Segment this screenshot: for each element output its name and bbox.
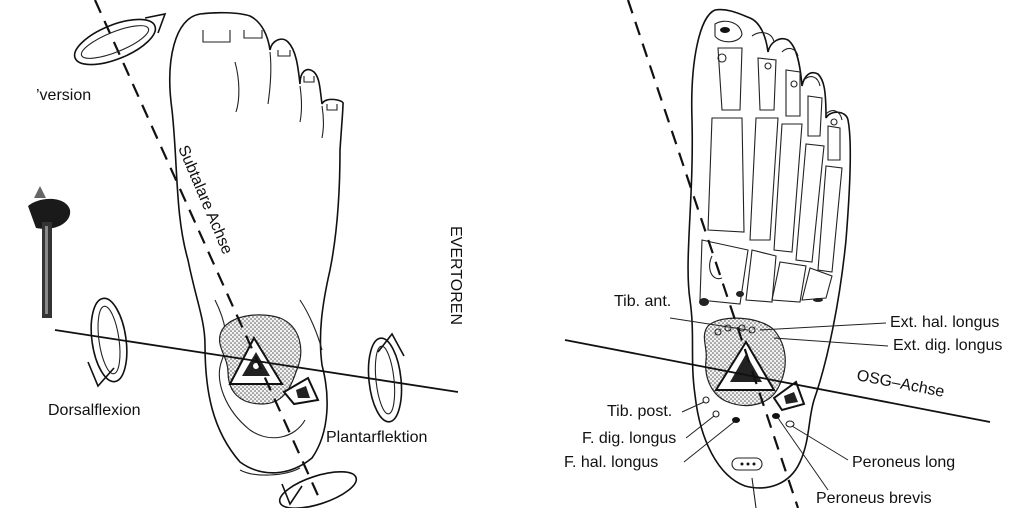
toenail xyxy=(203,30,230,42)
toenail xyxy=(244,30,262,38)
label-f-hal-longus: F. hal. longus xyxy=(564,454,658,471)
edge-marker-icon xyxy=(28,186,70,318)
joint xyxy=(831,119,837,125)
toenail xyxy=(304,76,314,82)
label-tib-ant: Tib. ant. xyxy=(614,293,671,310)
leader-tib-post xyxy=(682,402,704,412)
label-ext-dig-longus: Ext. dig. longus xyxy=(893,337,1002,354)
calcaneus-line xyxy=(752,478,756,508)
foot-skeleton xyxy=(700,48,842,304)
subtalar-axis-line xyxy=(95,0,320,500)
sesamoid xyxy=(699,298,709,306)
label-tib-post: Tib. post. xyxy=(607,403,672,420)
toe-crease xyxy=(322,106,324,138)
joint xyxy=(765,63,771,69)
joint xyxy=(718,54,726,62)
toe-crease xyxy=(235,62,239,112)
label-f-dig-longus: F. dig. longus xyxy=(582,430,676,447)
inversion-label: ’version xyxy=(36,87,91,104)
leader-f-dig-longus xyxy=(686,416,714,438)
dorsalflexion-label: Dorsalflexion xyxy=(48,402,140,419)
osg-axis-label: OSG–Achse xyxy=(855,367,946,401)
toenail xyxy=(327,104,337,110)
sesamoid xyxy=(736,291,744,297)
label-peroneus-brevis: Peroneus brevis xyxy=(816,490,932,507)
plantarflexion-label: Plantarflektion xyxy=(326,429,427,446)
evertoren-label: EVERTOREN xyxy=(447,226,464,325)
label-ext-hal-longus: Ext. hal. longus xyxy=(890,314,999,331)
label-peroneus-long: Peroneus long xyxy=(852,454,955,471)
sesamoid xyxy=(813,298,823,302)
inversion-rotation-arrow xyxy=(69,10,165,74)
leader-peroneus-long xyxy=(792,426,848,460)
right-foot-panel: OSG–Achse Tib. ant. Ext. hal. longus Ext… xyxy=(564,0,1002,508)
toe-crease xyxy=(300,86,302,122)
leader-f-hal-longus xyxy=(684,422,734,462)
toe-tip xyxy=(804,77,820,86)
toenail xyxy=(278,50,290,56)
leader-ext-hal-longus xyxy=(760,323,886,330)
toe-mark xyxy=(720,27,730,33)
toe-crease xyxy=(268,52,271,104)
joint xyxy=(791,81,797,87)
left-foot-panel: ’version Subtalare Achse EVERTOREN Dorsa… xyxy=(28,0,464,508)
tendon-contour xyxy=(300,300,322,350)
